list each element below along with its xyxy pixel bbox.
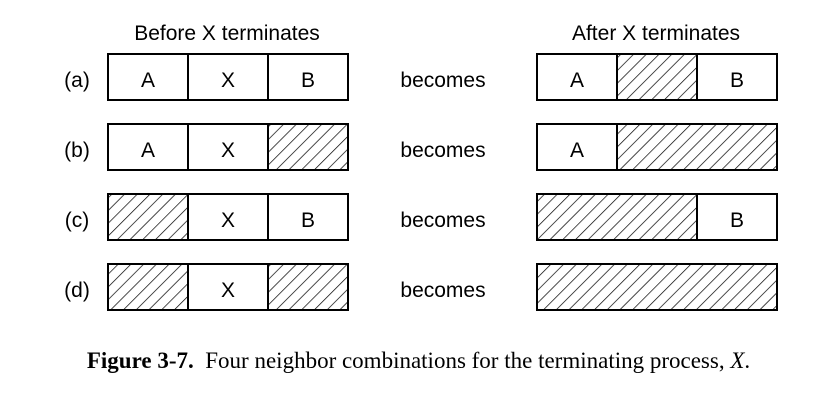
segment-label: A — [141, 69, 155, 92]
after-hole — [536, 263, 778, 311]
segment-label: B — [730, 209, 744, 232]
before-segment-a — [107, 123, 189, 171]
segment-label: A — [570, 139, 584, 162]
after-hole — [616, 123, 778, 171]
after-header: After X terminates — [572, 22, 740, 45]
before-segment-b — [267, 193, 349, 241]
before-segment-a — [107, 53, 189, 101]
after-segment-a — [536, 123, 618, 171]
segment-label: X — [221, 69, 235, 92]
becomes-label: becomes — [400, 279, 485, 302]
row-b: (b) A X becomes A — [64, 123, 778, 171]
before-segment-x — [187, 263, 269, 311]
row-label: (d) — [64, 279, 90, 302]
segment-label: B — [730, 69, 744, 92]
before-segment-x — [187, 193, 269, 241]
after-hole — [536, 193, 698, 241]
before-segment-x — [187, 53, 269, 101]
caption-text: Four neighbor combinations for the termi… — [205, 348, 725, 373]
row-label: (b) — [64, 139, 90, 162]
memory-diagram: Before X terminates After X terminates (… — [64, 22, 778, 311]
after-segment-b — [696, 193, 778, 241]
caption-end: . — [744, 348, 751, 373]
before-hole — [107, 263, 189, 311]
row-label: (a) — [64, 69, 90, 92]
segment-label: A — [141, 139, 155, 162]
before-hole — [107, 193, 189, 241]
after-segment-b — [696, 53, 778, 101]
segment-label: X — [221, 209, 235, 232]
segment-label: B — [301, 69, 315, 92]
before-header: Before X terminates — [134, 22, 320, 45]
figure-label: Figure 3-7. — [86, 348, 194, 373]
segment-label: X — [221, 279, 235, 302]
before-hole — [267, 263, 349, 311]
figure-caption: Figure 3-7. Four neighbor combinations f… — [0, 348, 837, 374]
segment-label: X — [221, 139, 235, 162]
before-hole — [267, 123, 349, 171]
becomes-label: becomes — [400, 69, 485, 92]
after-hole — [616, 53, 698, 101]
becomes-label: becomes — [400, 139, 485, 162]
row-c: (c) X B becomes B — [65, 193, 778, 241]
row-d: (d) X becomes — [64, 263, 778, 311]
before-segment-x — [187, 123, 269, 171]
becomes-label: becomes — [400, 209, 485, 232]
caption-variable: X — [730, 348, 745, 373]
row-label: (c) — [65, 209, 90, 232]
segment-label: A — [570, 69, 584, 92]
row-a: (a) A X B becomes A B — [64, 53, 778, 101]
before-segment-b — [267, 53, 349, 101]
segment-label: B — [301, 209, 315, 232]
